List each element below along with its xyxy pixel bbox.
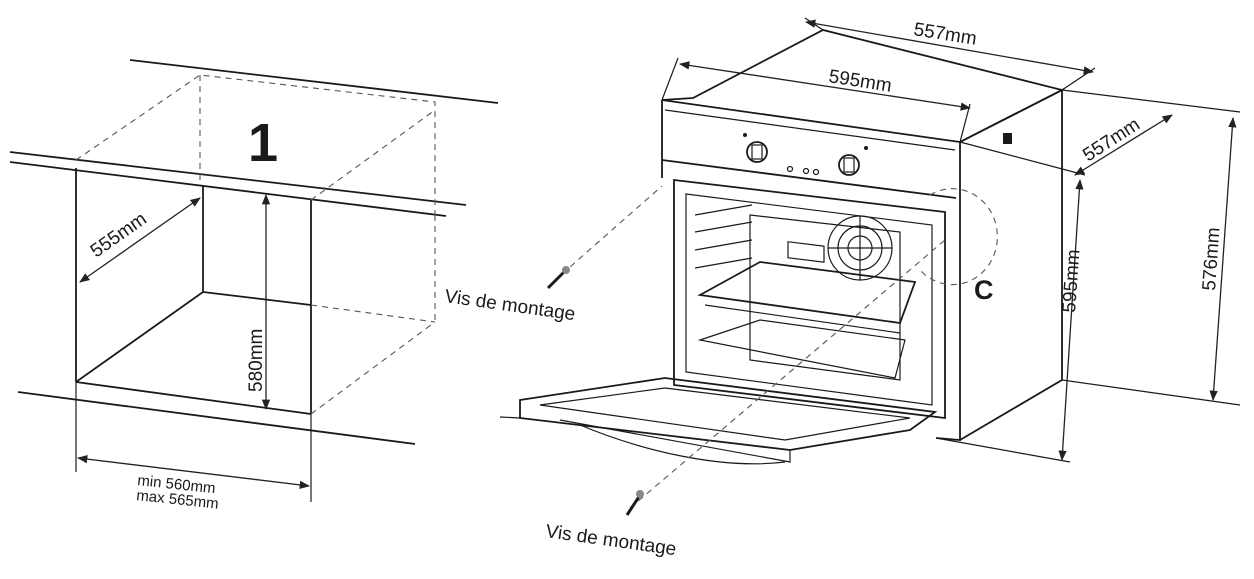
oven-tray (697, 319, 906, 379)
cabinet-drawing (9, 59, 499, 502)
oven-height-back-label: 576mm (1199, 227, 1224, 292)
mounting-screw-top-icon (546, 266, 570, 290)
screw-label-top: Vis de montage (443, 286, 576, 325)
cabinet-height-label: 580mm (246, 329, 267, 392)
knob-right-icon (838, 154, 860, 176)
oven-height-front-arrow (1058, 178, 1084, 462)
display-window (787, 241, 825, 263)
oven-width-arrow (678, 61, 972, 111)
oven-height-back-arrow (1209, 116, 1237, 402)
screw-label-bottom: Vis de montage (544, 521, 677, 560)
oven-rack (697, 261, 917, 324)
detail-label: C (974, 275, 994, 305)
oven-depth-top-arrow (804, 19, 1095, 75)
oven-depth-side-arrow (1074, 114, 1173, 176)
mounting-screw-bottom-icon (625, 490, 644, 516)
oven-depth-side-label: 557mm (1079, 114, 1144, 166)
knob-left-icon (746, 141, 768, 163)
oven-height-front-label: 595mm (1059, 249, 1084, 314)
figure-number: 1 (248, 113, 278, 173)
oven-depth-top-label: 557mm (912, 19, 978, 50)
oven-width-front-label: 595mm (827, 66, 893, 97)
width-dimension-arrow (76, 454, 311, 490)
side-vent (1003, 133, 1012, 144)
oven-drawing (499, 17, 1241, 516)
depth-dimension-arrow (79, 197, 201, 283)
detail-circle (919, 188, 998, 286)
